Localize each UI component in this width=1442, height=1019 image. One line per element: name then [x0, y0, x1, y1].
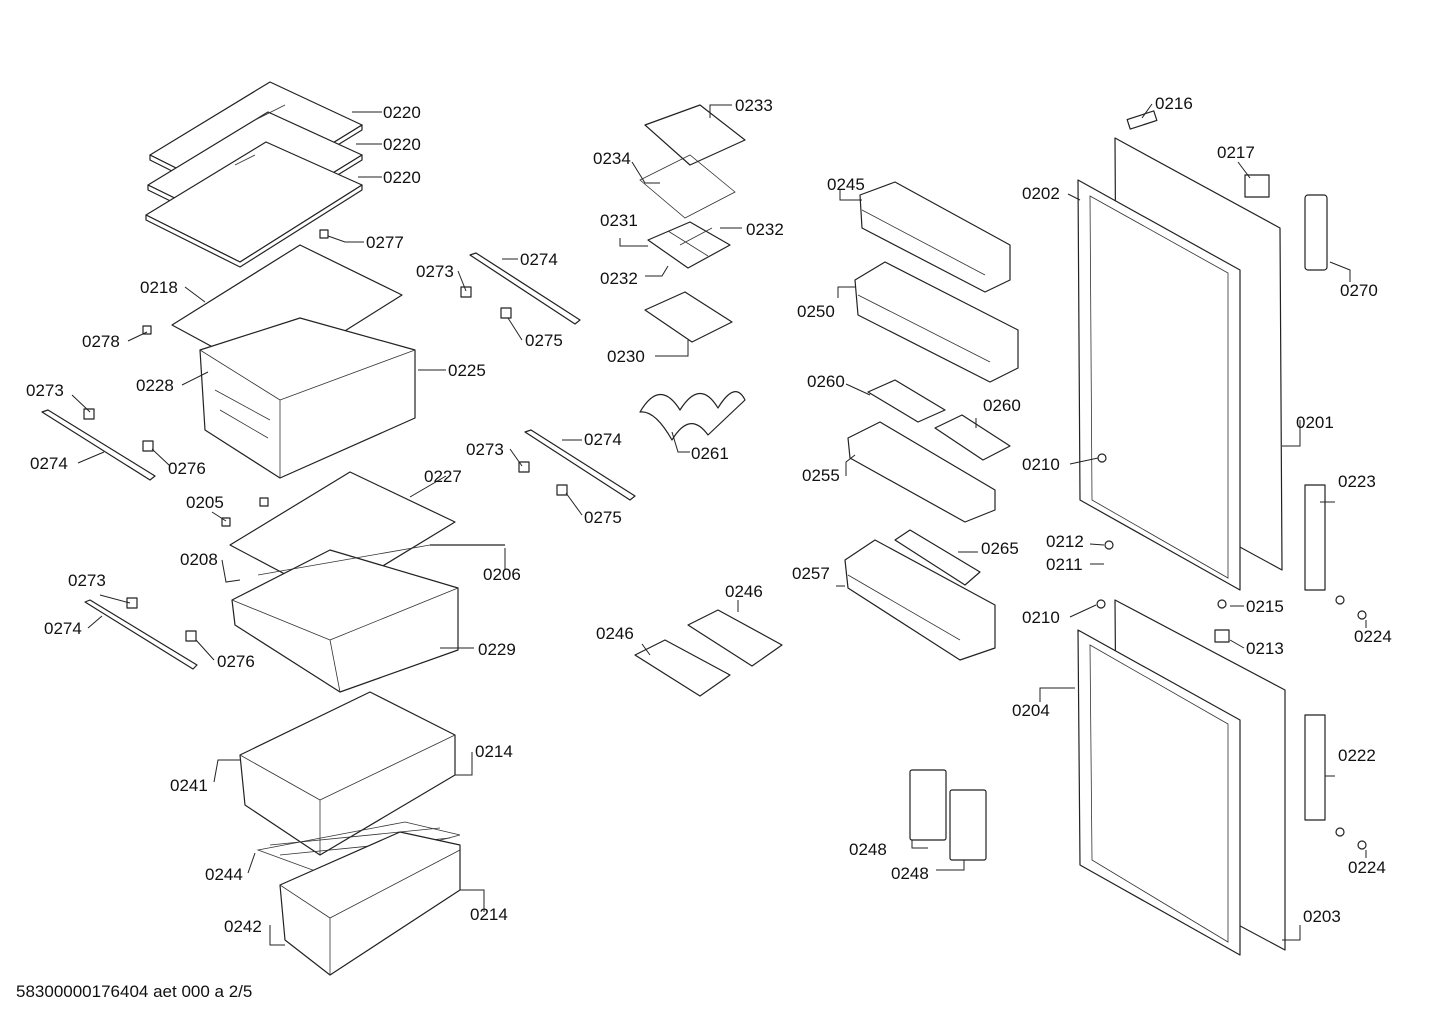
label-0225: 0225 — [448, 361, 486, 380]
label-0273-d: 0273 — [68, 571, 106, 590]
label-0204: 0204 — [1012, 701, 1050, 720]
label-0227: 0227 — [424, 467, 462, 486]
shelf-0227-drawer-0229 — [229, 471, 505, 693]
label-0232-a: 0232 — [746, 220, 784, 239]
label-0201: 0201 — [1296, 413, 1334, 432]
label-0206: 0206 — [483, 565, 521, 584]
label-0220-low: 0220 — [383, 168, 421, 187]
label-0276-a: 0276 — [168, 459, 206, 478]
doors — [1077, 110, 1367, 956]
label-0217: 0217 — [1217, 143, 1255, 162]
label-0218: 0218 — [140, 278, 178, 297]
part-labels: 0220 0220 0220 0277 0218 0278 0228 0225 … — [26, 94, 1392, 936]
label-0233: 0233 — [735, 96, 773, 115]
label-0213: 0213 — [1246, 639, 1284, 658]
label-0250: 0250 — [797, 302, 835, 321]
label-0242: 0242 — [224, 917, 262, 936]
label-0257: 0257 — [792, 564, 830, 583]
label-0260-b: 0260 — [983, 396, 1021, 415]
label-0275-a: 0275 — [525, 331, 563, 350]
label-0208: 0208 — [180, 550, 218, 569]
label-0274-a: 0274 — [30, 454, 68, 473]
label-0214-bottom: 0214 — [470, 905, 508, 924]
label-0205: 0205 — [186, 493, 224, 512]
document-code: 58300000176404 aet 000 a 2/5 — [16, 982, 253, 1001]
label-0222: 0222 — [1338, 746, 1376, 765]
label-0273-b: 0273 — [416, 262, 454, 281]
label-0215: 0215 — [1246, 597, 1284, 616]
label-0265: 0265 — [981, 539, 1019, 558]
bottom-drawers — [239, 691, 461, 976]
label-0245: 0245 — [827, 175, 865, 194]
label-0223: 0223 — [1338, 472, 1376, 491]
label-0260-a: 0260 — [807, 372, 845, 391]
crisper-drawer-0225 — [171, 244, 416, 479]
slide-rails-left — [41, 229, 636, 670]
label-0276-b: 0276 — [217, 652, 255, 671]
label-0273-a: 0273 — [26, 381, 64, 400]
label-0214-top: 0214 — [475, 742, 513, 761]
label-0273-c: 0273 — [466, 440, 504, 459]
label-0216: 0216 — [1155, 94, 1193, 113]
door-bins — [844, 181, 1019, 861]
label-0232-b: 0232 — [600, 269, 638, 288]
label-0274-c: 0274 — [584, 430, 622, 449]
label-0228: 0228 — [136, 376, 174, 395]
label-0212: 0212 — [1046, 532, 1084, 551]
label-0248-a: 0248 — [849, 840, 887, 859]
label-0244: 0244 — [205, 865, 243, 884]
leader-lines — [71, 103, 1367, 946]
label-0211: 0211 — [1046, 555, 1083, 574]
label-0224-a: 0224 — [1354, 627, 1392, 646]
label-0278: 0278 — [82, 332, 120, 351]
label-0274-b: 0274 — [520, 250, 558, 269]
label-0229: 0229 — [478, 640, 516, 659]
center-parts — [634, 104, 783, 697]
label-0202: 0202 — [1022, 184, 1060, 203]
label-0230: 0230 — [607, 347, 645, 366]
label-0210-a: 0210 — [1022, 455, 1060, 474]
label-0210-b: 0210 — [1022, 608, 1060, 627]
label-0248-b: 0248 — [891, 864, 929, 883]
label-0220-top: 0220 — [383, 103, 421, 122]
label-0246-b: 0246 — [596, 624, 634, 643]
label-0234: 0234 — [593, 149, 631, 168]
glass-shelf-stack — [145, 81, 363, 268]
label-0261: 0261 — [691, 444, 729, 463]
label-0255: 0255 — [802, 466, 840, 485]
label-0231: 0231 — [600, 211, 638, 230]
label-0220-mid: 0220 — [383, 135, 421, 154]
label-0277: 0277 — [366, 233, 404, 252]
label-0270: 0270 — [1340, 281, 1378, 300]
label-0203: 0203 — [1303, 907, 1341, 926]
label-0224-b: 0224 — [1348, 858, 1386, 877]
label-0274-d: 0274 — [44, 619, 82, 638]
label-0246-a: 0246 — [725, 582, 763, 601]
label-0275-b: 0275 — [584, 508, 622, 527]
label-0241: 0241 — [170, 776, 208, 795]
